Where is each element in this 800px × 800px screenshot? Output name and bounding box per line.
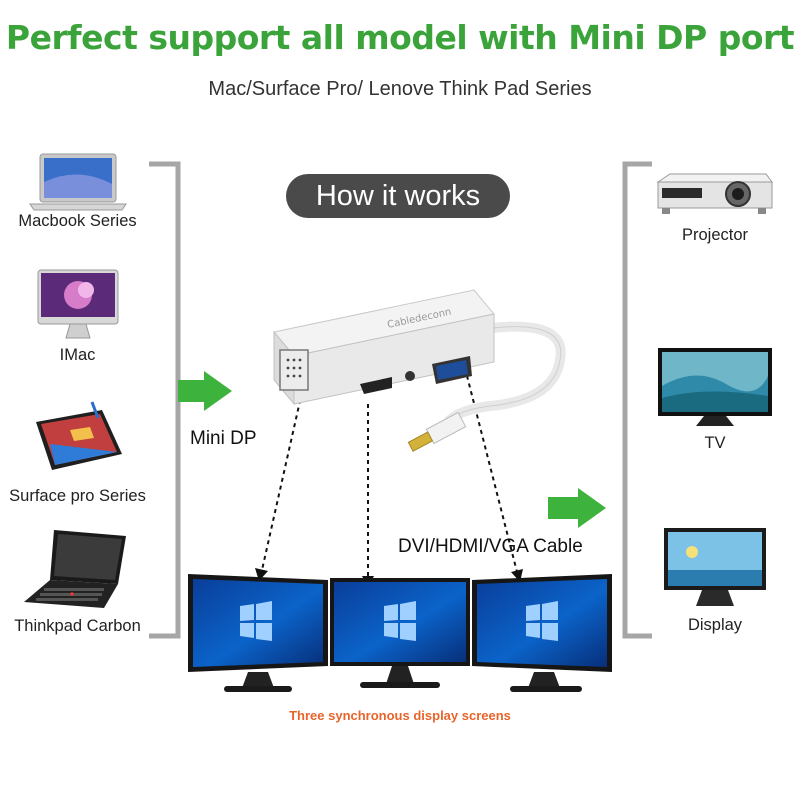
imac-icon: [37, 269, 119, 339]
surface-icon: [36, 401, 122, 470]
source-label-surface: Surface pro Series: [9, 487, 146, 505]
output-arrow-icon: [548, 488, 606, 528]
adapter-icon: Cabledeconn: [273, 289, 566, 452]
output-label-cables: DVI/HDMI/VGA Cable: [398, 536, 583, 557]
monitor-center-icon: [330, 578, 470, 688]
monitor-right-icon: [472, 574, 612, 692]
source-label-thinkpad: Thinkpad Carbon: [14, 617, 141, 635]
source-label-macbook: Macbook Series: [18, 212, 137, 230]
dotted-links: [261, 367, 518, 578]
monitor-left-icon: [188, 574, 328, 692]
tv-icon: [658, 348, 772, 426]
source-label-imac: IMac: [59, 346, 96, 364]
left-bracket: [149, 161, 181, 639]
right-bracket: [622, 161, 652, 639]
thinkpad-icon: [24, 530, 126, 608]
how-it-works-badge: How it works: [286, 174, 510, 218]
headline: Perfect support all model with Mini DP p…: [5, 18, 795, 57]
monitors-caption: Three synchronous display screens: [289, 708, 511, 723]
input-label-mini-dp: Mini DP: [190, 428, 257, 449]
subheadline: Mac/Surface Pro/ Lenove Think Pad Series: [208, 78, 592, 100]
output-label-projector: Projector: [681, 226, 749, 244]
input-arrow-icon: [178, 371, 232, 411]
output-label-display: Display: [687, 616, 743, 634]
projector-icon: [656, 173, 773, 214]
macbook-icon: [29, 153, 127, 211]
output-label-tv: TV: [704, 434, 726, 452]
display-icon: [664, 528, 766, 606]
monitor-array: [188, 574, 612, 692]
